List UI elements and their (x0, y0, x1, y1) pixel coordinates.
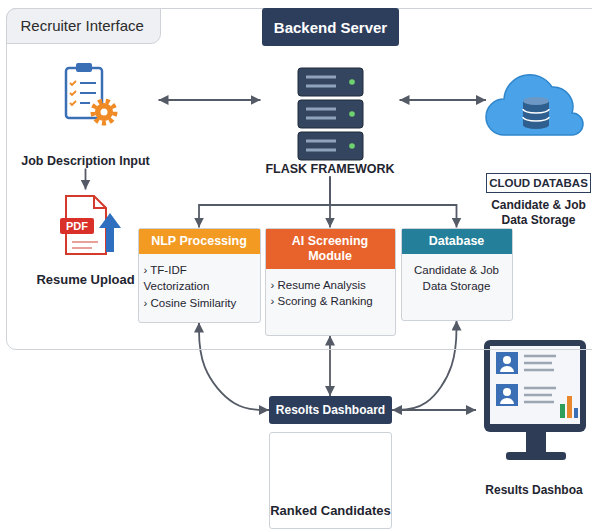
server-icon-part (298, 132, 363, 160)
module-header: NLP Processing (139, 229, 260, 254)
cloud-database-icon-part (523, 97, 549, 105)
node-label: Results Dashboa (476, 483, 592, 497)
cloud-database-icon-part (523, 109, 549, 121)
dashboard-box: Resolts Dashboard (269, 396, 392, 424)
interface-panel: Job Description InputResume Upload FLASK … (6, 8, 592, 350)
server-icon-part (349, 79, 355, 85)
monitor-illustration-part (500, 398, 514, 404)
monitor-node: Results Dashboa (476, 335, 592, 497)
clipboard-icon-part (93, 101, 115, 123)
monitor-illustration-part (560, 404, 565, 418)
upload-arrow-part (99, 213, 121, 228)
module-body: Candidate & Job Data Storage (402, 254, 512, 320)
monitor-illustration-part (567, 396, 572, 418)
connector-arrow (159, 99, 261, 101)
node-label: Resume Upload (22, 272, 150, 288)
cloud-database-icon (486, 75, 583, 135)
panel-heading: Recruiter Interface (6, 8, 161, 44)
server-icon-part (298, 68, 363, 96)
storage-caption: Candidate & Job Data Storage (486, 198, 591, 228)
connector-arrow (85, 169, 87, 190)
storage-title: CLOUD DATABAS (486, 173, 591, 193)
module-bullet: › Scoring & Ranking (271, 293, 390, 310)
input-node: Job Description Input (13, 58, 159, 169)
monitor-illustration-part (490, 346, 580, 424)
module-bullet: › Cosine Similarity (144, 295, 255, 312)
connector-arrow (329, 336, 331, 397)
server-icon-part (306, 77, 336, 150)
node-label: Job Description Input (13, 154, 159, 169)
monitor-illustration-part (524, 356, 556, 402)
candidates-box: Ranked Candidates (269, 432, 392, 529)
upload-arrow (99, 213, 121, 252)
module-body: › Resume Analysis› Scoring & Ranking (266, 269, 395, 335)
clipboard-icon-part (101, 109, 108, 116)
server-node: FLASK FRAMEWORK (261, 62, 400, 177)
connector-arrow (392, 409, 476, 411)
pdf-icon-part (60, 218, 94, 234)
module-box: NLP Processing› TF-IDF Vectorization› Co… (138, 228, 261, 323)
node-label: FLASK FRAMEWORK (261, 162, 400, 177)
monitor-illustration-part (500, 366, 514, 372)
monitor-illustration-part (496, 384, 518, 406)
server-icon-part (349, 143, 355, 149)
pdf-icon-part (94, 196, 106, 208)
cloud-node: CLOUD DATABAS Candidate & Job Data Storag… (486, 55, 591, 228)
clipboard-icon (66, 63, 115, 123)
clipboard-icon-part (95, 103, 113, 121)
box-title: Resolts Dashboard (276, 403, 385, 417)
node-label: Ranked Candidates (270, 503, 391, 518)
box-title: Backend Server (274, 19, 387, 36)
monitor-illustration-part (526, 432, 546, 452)
monitor-illustration-part (503, 388, 511, 396)
pdf-icon-part (72, 242, 98, 248)
upload-arrow-part (106, 226, 114, 252)
module-header: Database (402, 229, 512, 254)
pdf-icon (60, 196, 106, 254)
module-header: AI Screening Module (266, 229, 395, 269)
upload-node: Resume Upload (22, 190, 150, 288)
monitor-illustration-part (496, 352, 518, 374)
cloud-database-icon-part (486, 75, 583, 135)
connector-arrow (392, 321, 457, 411)
module-bullet: › Resume Analysis (271, 277, 390, 294)
server-icon (298, 68, 363, 160)
monitor-illustration-part (574, 408, 578, 418)
module-body: › TF-IDF Vectorization› Cosine Similarit… (139, 254, 260, 322)
server-tab: Backend Server (262, 8, 399, 46)
module-bullet: › TF-IDF Vectorization (144, 262, 255, 295)
module-box: DatabaseCandidate & Job Data Storage (401, 228, 513, 321)
cloud-database-icon-part (523, 121, 549, 129)
connector-arrow (199, 323, 269, 410)
monitor-illustration-part (503, 356, 511, 364)
monitor-illustration-part (506, 452, 566, 460)
connector-arrow (330, 177, 457, 228)
server-icon-part (298, 100, 363, 128)
server-icon-part (349, 111, 355, 117)
connector-arrow (199, 177, 330, 228)
clipboard-icon-part (80, 83, 96, 103)
clipboard-icon-part (70, 81, 76, 105)
module-box: AI Screening Module› Resume Analysis› Sc… (265, 228, 396, 336)
monitor-illustration-part (484, 340, 586, 432)
monitor-illustration (484, 340, 586, 460)
connector-arrow (400, 99, 487, 101)
module-text: Candidate & Job Data Storage (407, 262, 507, 295)
pdf-badge-text: PDF (60, 218, 94, 234)
clipboard-icon-part (76, 63, 92, 72)
